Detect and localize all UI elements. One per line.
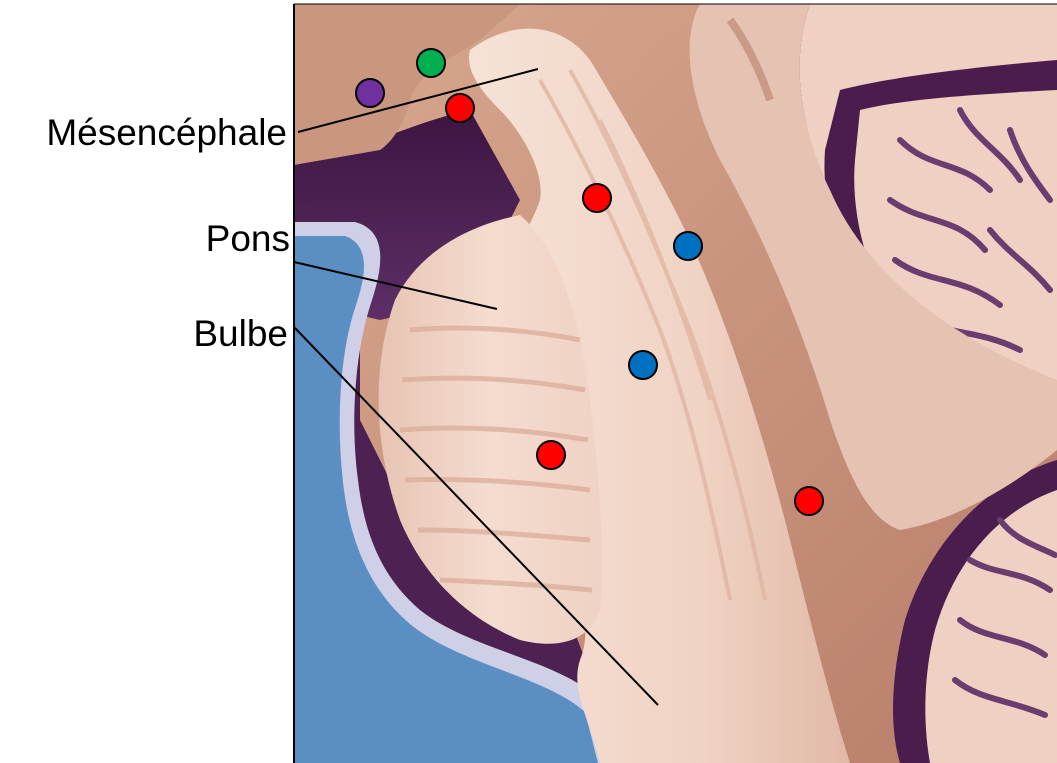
marker-red-3 xyxy=(537,441,565,469)
marker-red-1 xyxy=(446,94,474,122)
marker-green xyxy=(417,49,445,77)
label-pons: Pons xyxy=(206,218,290,259)
label-bulbe: Bulbe xyxy=(193,313,288,354)
marker-purple xyxy=(356,79,384,107)
label-mesencephale: Mésencéphale xyxy=(46,112,287,153)
marker-red-4 xyxy=(795,487,823,515)
marker-red-2 xyxy=(583,184,611,212)
marker-blue-1 xyxy=(674,232,702,260)
marker-blue-2 xyxy=(629,351,657,379)
anatomy-illustration xyxy=(294,4,1057,763)
